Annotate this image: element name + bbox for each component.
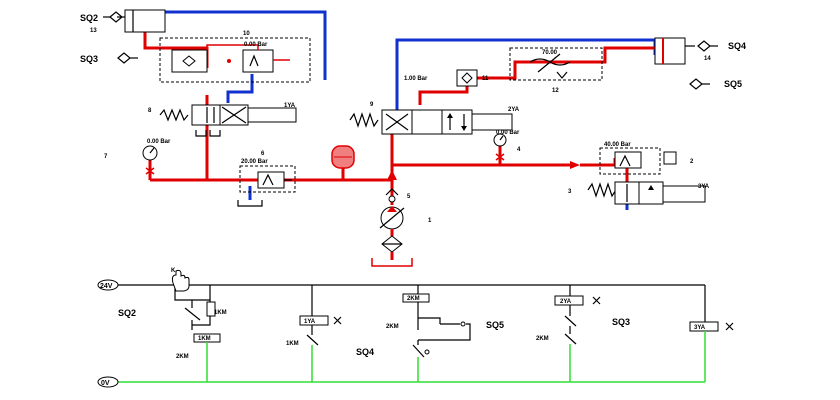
label-2km-coil: 2KM xyxy=(407,296,420,302)
return-line-valve8 xyxy=(226,74,254,103)
label-2km-a: 2KM xyxy=(176,354,189,360)
limit-switch-sq3-top xyxy=(117,52,138,64)
label-2km-b: 2KM xyxy=(386,324,399,330)
cylinder-13 xyxy=(117,9,166,33)
label-13: 13 xyxy=(90,28,97,34)
label-2ya-hyd: 2YA xyxy=(508,107,520,113)
directional-valve-9 xyxy=(349,109,513,135)
label-sq2-top: SQ2 xyxy=(80,13,98,23)
label-3ya-hyd: 3YA xyxy=(698,184,710,190)
pressure-gauge-4 xyxy=(493,133,507,161)
label-1km-coil: 1KM xyxy=(198,336,211,342)
check-valve-5 xyxy=(385,188,399,203)
gauge-7-reading: 0.00 Bar xyxy=(147,139,171,145)
gauge-12-reading: 70.00 xyxy=(542,50,558,56)
label-9: 9 xyxy=(370,102,374,108)
label-3ya: 3YA xyxy=(694,325,706,331)
accumulator xyxy=(331,145,355,169)
rail-0v-terminal xyxy=(97,376,119,388)
hydraulic-circuit xyxy=(103,9,718,267)
relief-valve-6 xyxy=(237,165,296,207)
label-4: 4 xyxy=(517,147,521,153)
label-1ya-hyd: 1YA xyxy=(284,103,296,109)
label-sq4: SQ4 xyxy=(356,347,374,357)
gauge-6-reading: 20.00 Bar xyxy=(241,159,268,165)
hydraulic-labels: SQ2 13 SQ3 10 0.00 Bar 8 1YA 7 0.00 Bar … xyxy=(80,13,746,224)
pressure-valve-2 xyxy=(599,147,677,175)
gauge-2-reading: 40.00 Bar xyxy=(604,142,631,148)
label-sq4-top: SQ4 xyxy=(728,41,746,51)
label-6: 6 xyxy=(261,151,265,157)
label-sq3-top: SQ3 xyxy=(80,54,98,64)
pressure-gauge-7 xyxy=(142,145,158,175)
rung-4 xyxy=(554,285,601,382)
label-sq5: SQ5 xyxy=(486,320,504,330)
label-8: 8 xyxy=(148,108,152,114)
pressure-line-valve2 xyxy=(580,158,617,167)
label-sq3: SQ3 xyxy=(612,317,630,327)
rung-1 xyxy=(171,269,221,382)
label-1km-contact: 1KM xyxy=(214,310,227,316)
filter-1 xyxy=(371,229,413,267)
label-7: 7 xyxy=(104,154,108,160)
limit-switch-sq5-top xyxy=(689,78,710,90)
gauge-11-reading: 1.00 Bar xyxy=(404,76,428,82)
directional-valve-8 xyxy=(159,104,297,137)
hand-pointer-icon xyxy=(171,269,190,292)
pressure-gauge-11 xyxy=(456,69,478,87)
pump-1 xyxy=(379,206,405,230)
label-1ya: 1YA xyxy=(304,319,316,325)
label-2km-c: 2KM xyxy=(536,336,549,342)
rail-24v-label: 24V xyxy=(100,283,113,290)
label-sq5-top: SQ5 xyxy=(724,79,742,89)
cylinder-14 xyxy=(654,37,695,65)
gauge-4-reading: 0.00 Bar xyxy=(496,130,520,136)
rung-2 xyxy=(299,285,342,382)
electrical-circuit xyxy=(97,269,734,388)
label-sq2: SQ2 xyxy=(118,308,136,318)
pressure-line-valve9-out xyxy=(418,86,469,105)
label-k: K xyxy=(171,268,176,274)
coil-2km xyxy=(402,293,430,303)
rung-3 xyxy=(402,285,471,382)
label-1km-b: 1KM xyxy=(286,341,299,347)
label-3: 3 xyxy=(568,189,572,195)
return-line-left xyxy=(160,10,327,80)
rung-5 xyxy=(689,285,734,382)
pressure-line-cyl14 xyxy=(477,46,655,80)
limit-switch-sq2-top xyxy=(103,11,123,23)
electrical-labels: 24V 0V K SQ2 1KM 1KM 2KM 1YA 1KM 2KM 2KM… xyxy=(100,268,706,387)
label-10: 10 xyxy=(243,31,250,37)
throttle-valve-12 xyxy=(509,47,603,81)
label-1: 1 xyxy=(428,218,432,224)
label-14: 14 xyxy=(704,56,711,62)
rail-0v-label: 0V xyxy=(101,380,110,387)
label-2: 2 xyxy=(690,159,694,165)
label-12: 12 xyxy=(552,88,559,94)
solenoid-2ya xyxy=(554,295,584,306)
flow-arrow-up xyxy=(387,170,397,180)
return-line-right xyxy=(395,38,657,110)
label-11: 11 xyxy=(482,76,489,82)
flow-arrow-right xyxy=(570,161,580,169)
solenoid-1ya xyxy=(299,315,329,326)
flow-control-10 xyxy=(159,37,311,83)
rail-24v-terminal xyxy=(97,279,119,291)
solenoid-3ya xyxy=(689,321,719,332)
label-5: 5 xyxy=(407,194,411,200)
limit-switch-sq4-top xyxy=(697,40,718,52)
gauge-10-reading: 0.00 Bar xyxy=(244,42,268,48)
directional-valve-3 xyxy=(587,181,706,205)
label-2ya: 2YA xyxy=(560,299,572,305)
